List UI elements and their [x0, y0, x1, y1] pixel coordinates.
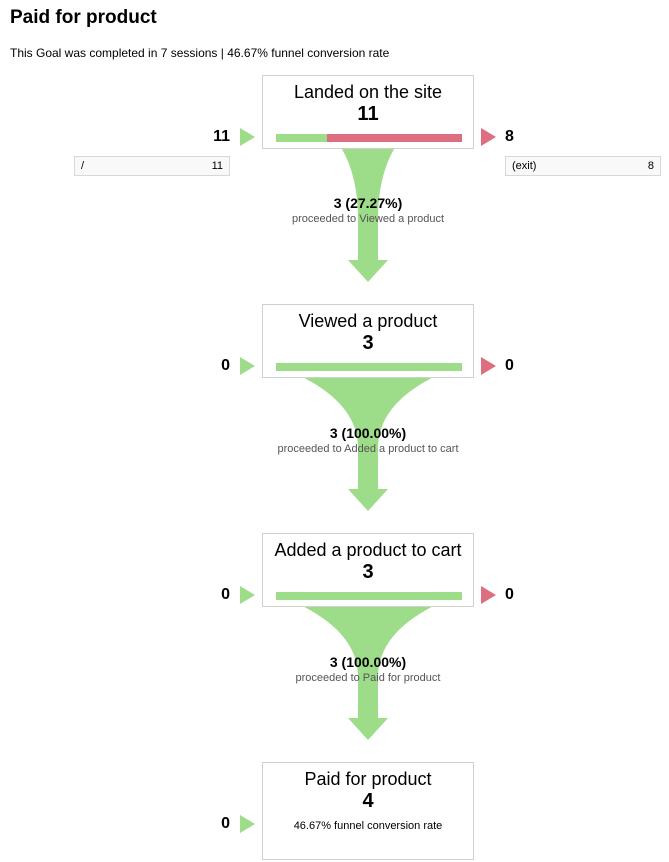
entrance-source-label: / — [81, 160, 85, 172]
funnel-summary: This Goal was completed in 7 sessions | … — [10, 46, 390, 60]
bar-exited — [326, 134, 462, 142]
transition-count: 3 (100.00%) — [329, 425, 407, 441]
step-entrances: 0 — [221, 357, 230, 374]
step-entrances: 0 — [221, 815, 230, 832]
step-count: 3 — [362, 332, 374, 354]
entrance-source-row[interactable]: / 11 — [74, 156, 230, 176]
exit-arrow-icon — [481, 128, 496, 146]
step-name: Paid for product — [304, 769, 432, 789]
down-arrow-icon — [348, 260, 388, 282]
entrance-arrow-icon — [240, 815, 255, 833]
transition-count: 3 (100.00%) — [329, 654, 407, 670]
exit-destination-label: (exit) — [512, 160, 537, 172]
step-exits: 0 — [505, 357, 514, 374]
transition-text: proceeded to Added a product to cart — [277, 443, 459, 455]
exit-destination-row[interactable]: (exit) 8 — [505, 156, 661, 176]
step-name: Viewed a product — [298, 311, 438, 331]
funnel-step-viewed[interactable]: Viewed a product 3 — [262, 304, 474, 378]
step-entrances: 0 — [221, 586, 230, 603]
down-arrow-icon — [348, 718, 388, 740]
transition-count: 3 (27.27%) — [333, 195, 403, 211]
step-count: 4 — [362, 790, 374, 812]
funnel-step-paid[interactable]: Paid for product 4 46.67% funnel convers… — [262, 762, 474, 860]
step-exits: 8 — [505, 128, 514, 145]
entrance-arrow-icon — [240, 357, 255, 375]
step-progress-bar — [276, 363, 462, 371]
entrance-arrow-icon — [240, 586, 255, 604]
step-entrances: 11 — [213, 128, 230, 145]
transition-label: 3 (100.00%) proceeded to Paid for produc… — [240, 654, 496, 684]
step-count: 11 — [357, 103, 379, 125]
page-title: Paid for product — [10, 7, 157, 28]
exit-arrow-icon — [481, 357, 496, 375]
step-count: 3 — [362, 561, 374, 583]
transition-label: 3 (100.00%) proceeded to Added a product… — [240, 425, 496, 455]
funnel-step-added[interactable]: Added a product to cart 3 — [262, 533, 474, 607]
funnel-flow-shape — [304, 607, 432, 718]
entrance-source-count: 11 — [211, 160, 223, 172]
transition-text: proceeded to Paid for product — [295, 672, 441, 684]
step-exits: 0 — [505, 586, 514, 603]
entrance-arrow-icon — [240, 128, 255, 146]
funnel-flow-shape — [341, 149, 395, 260]
step-name: Added a product to cart — [274, 540, 462, 560]
funnel-flow-shape — [304, 378, 432, 489]
conversion-rate-note: 46.67% funnel conversion rate — [293, 820, 443, 832]
transition-text: proceeded to Viewed a product — [291, 213, 445, 225]
funnel-step-landed[interactable]: Landed on the site 11 — [262, 75, 474, 149]
down-arrow-icon — [348, 489, 388, 511]
bar-continued — [276, 363, 462, 371]
step-name: Landed on the site — [293, 82, 443, 102]
bar-continued — [276, 134, 327, 142]
transition-label: 3 (27.27%) proceeded to Viewed a product — [240, 195, 496, 225]
exit-destination-count: 8 — [647, 160, 654, 172]
bar-continued — [276, 592, 462, 600]
step-progress-bar — [276, 134, 462, 142]
exit-arrow-icon — [481, 586, 496, 604]
step-progress-bar — [276, 592, 462, 600]
